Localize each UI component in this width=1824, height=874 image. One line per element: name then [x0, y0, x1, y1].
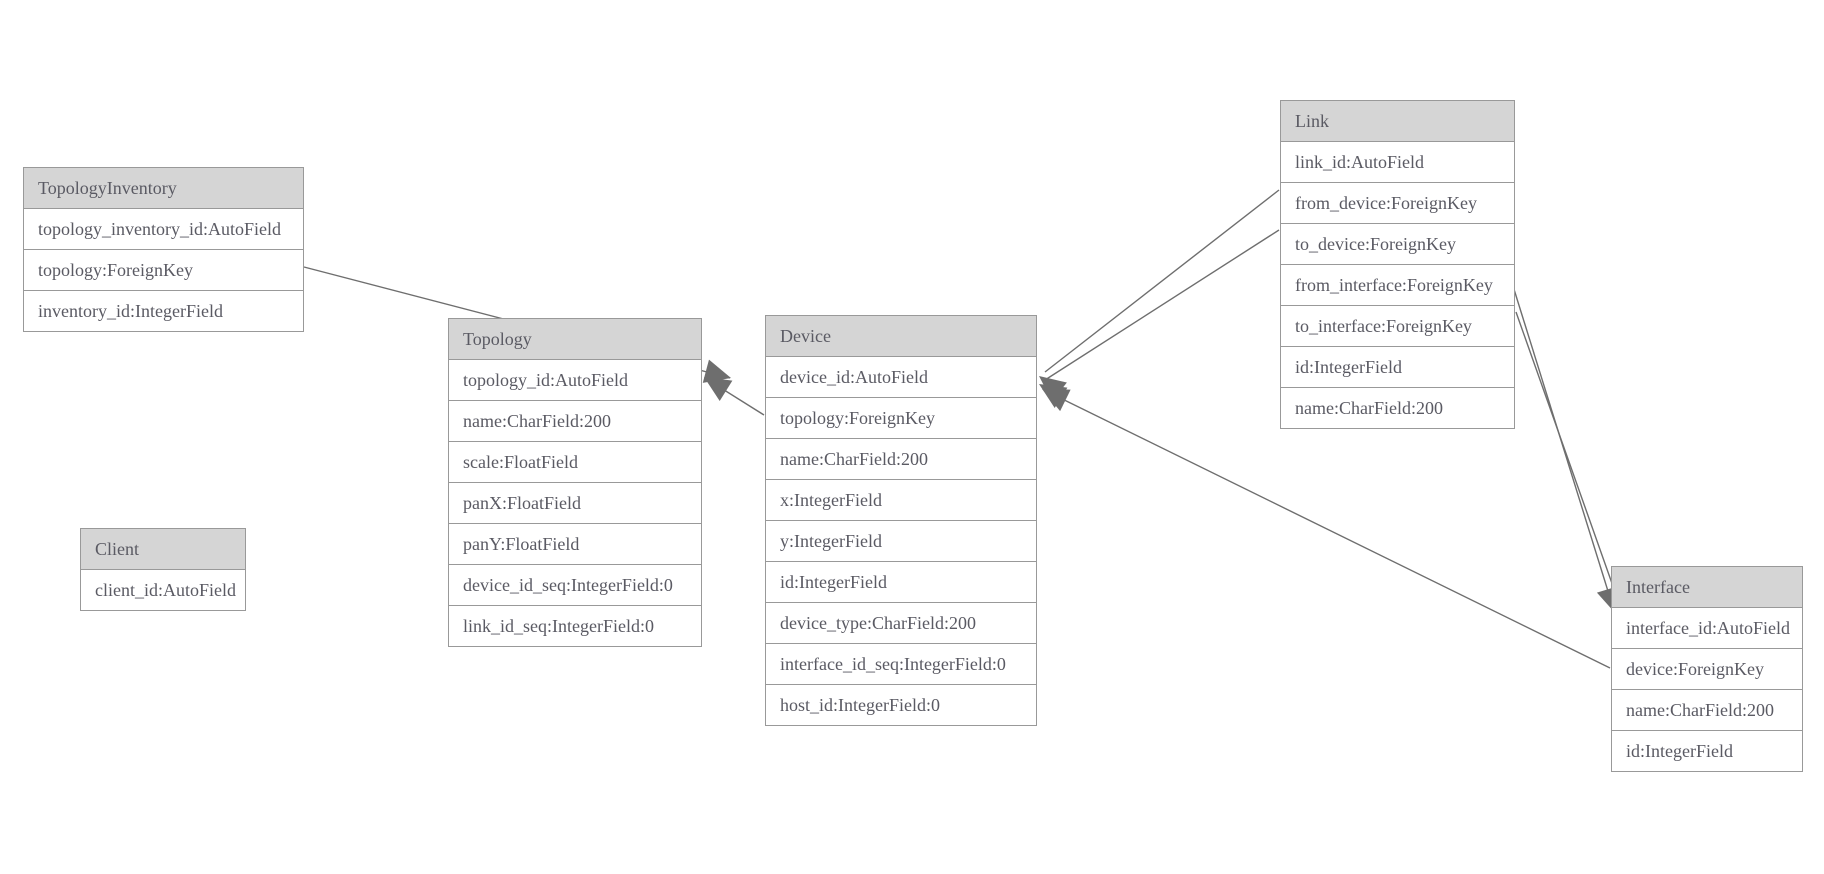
entity-field-row[interactable]: name:CharField:200	[1281, 388, 1514, 428]
entity-field-row[interactable]: panX:FloatField	[449, 483, 701, 524]
entity-field-row[interactable]: topology_inventory_id:AutoField	[24, 209, 303, 250]
relationship-line	[704, 377, 765, 416]
entity-field-row[interactable]: id:IntegerField	[1612, 731, 1802, 771]
entity-field-row[interactable]: device_id:AutoField	[766, 357, 1036, 398]
entity-field-row[interactable]: inventory_id:IntegerField	[24, 291, 303, 331]
entity-title-interface: Interface	[1612, 567, 1802, 608]
entity-title-device: Device	[766, 316, 1036, 357]
entity-field-row[interactable]: client_id:AutoField	[81, 570, 245, 610]
entity-field-row[interactable]: id:IntegerField	[766, 562, 1036, 603]
entity-title-link: Link	[1281, 101, 1514, 142]
entity-field-row[interactable]: device_type:CharField:200	[766, 603, 1036, 644]
relationship-line	[1044, 189, 1280, 373]
relationship-arrowhead	[1039, 384, 1068, 408]
relationship-arrowhead	[1042, 389, 1071, 412]
entity-field-row[interactable]: panY:FloatField	[449, 524, 701, 565]
relationship-line	[1515, 311, 1621, 607]
entity-field-row[interactable]: from_device:ForeignKey	[1281, 183, 1514, 224]
entity-field-row[interactable]: id:IntegerField	[1281, 347, 1514, 388]
entity-field-row[interactable]: to_interface:ForeignKey	[1281, 306, 1514, 347]
entity-field-row[interactable]: topology:ForeignKey	[766, 398, 1036, 439]
entity-field-row[interactable]: scale:FloatField	[449, 442, 701, 483]
entity-field-row[interactable]: x:IntegerField	[766, 480, 1036, 521]
relationship-link-from-device	[1039, 189, 1280, 402]
relationship-line	[1044, 229, 1280, 381]
relationship-link-to-device	[1039, 229, 1280, 408]
entity-field-row[interactable]: name:CharField:200	[1612, 690, 1802, 731]
entity-field-row[interactable]: y:IntegerField	[766, 521, 1036, 562]
relationship-line	[1047, 391, 1611, 669]
entity-field-row[interactable]: interface_id_seq:IntegerField:0	[766, 644, 1036, 685]
entity-field-row[interactable]: name:CharField:200	[766, 439, 1036, 480]
entity-title-topology: Topology	[449, 319, 701, 360]
entity-field-row[interactable]: host_id:IntegerField:0	[766, 685, 1036, 725]
entity-field-row[interactable]: topology_id:AutoField	[449, 360, 701, 401]
relationship-device-topology	[704, 377, 765, 416]
entity-field-row[interactable]: to_device:ForeignKey	[1281, 224, 1514, 265]
relationship-line	[1507, 269, 1613, 605]
entity-field-row[interactable]: device:ForeignKey	[1612, 649, 1802, 690]
entity-title-topologyinventory: TopologyInventory	[24, 168, 303, 209]
entity-field-row[interactable]: topology:ForeignKey	[24, 250, 303, 291]
entity-field-row[interactable]: link_id:AutoField	[1281, 142, 1514, 183]
relationship-arrowhead	[702, 359, 731, 383]
relationship-arrowhead	[704, 377, 733, 401]
entity-field-row[interactable]: name:CharField:200	[449, 401, 701, 442]
entity-field-row[interactable]: link_id_seq:IntegerField:0	[449, 606, 701, 646]
relationship-link-from-interface	[1507, 269, 1620, 614]
entity-field-row[interactable]: device_id_seq:IntegerField:0	[449, 565, 701, 606]
entity-field-row[interactable]: from_interface:ForeignKey	[1281, 265, 1514, 306]
entity-field-row[interactable]: interface_id:AutoField	[1612, 608, 1802, 649]
entity-title-client: Client	[81, 529, 245, 570]
